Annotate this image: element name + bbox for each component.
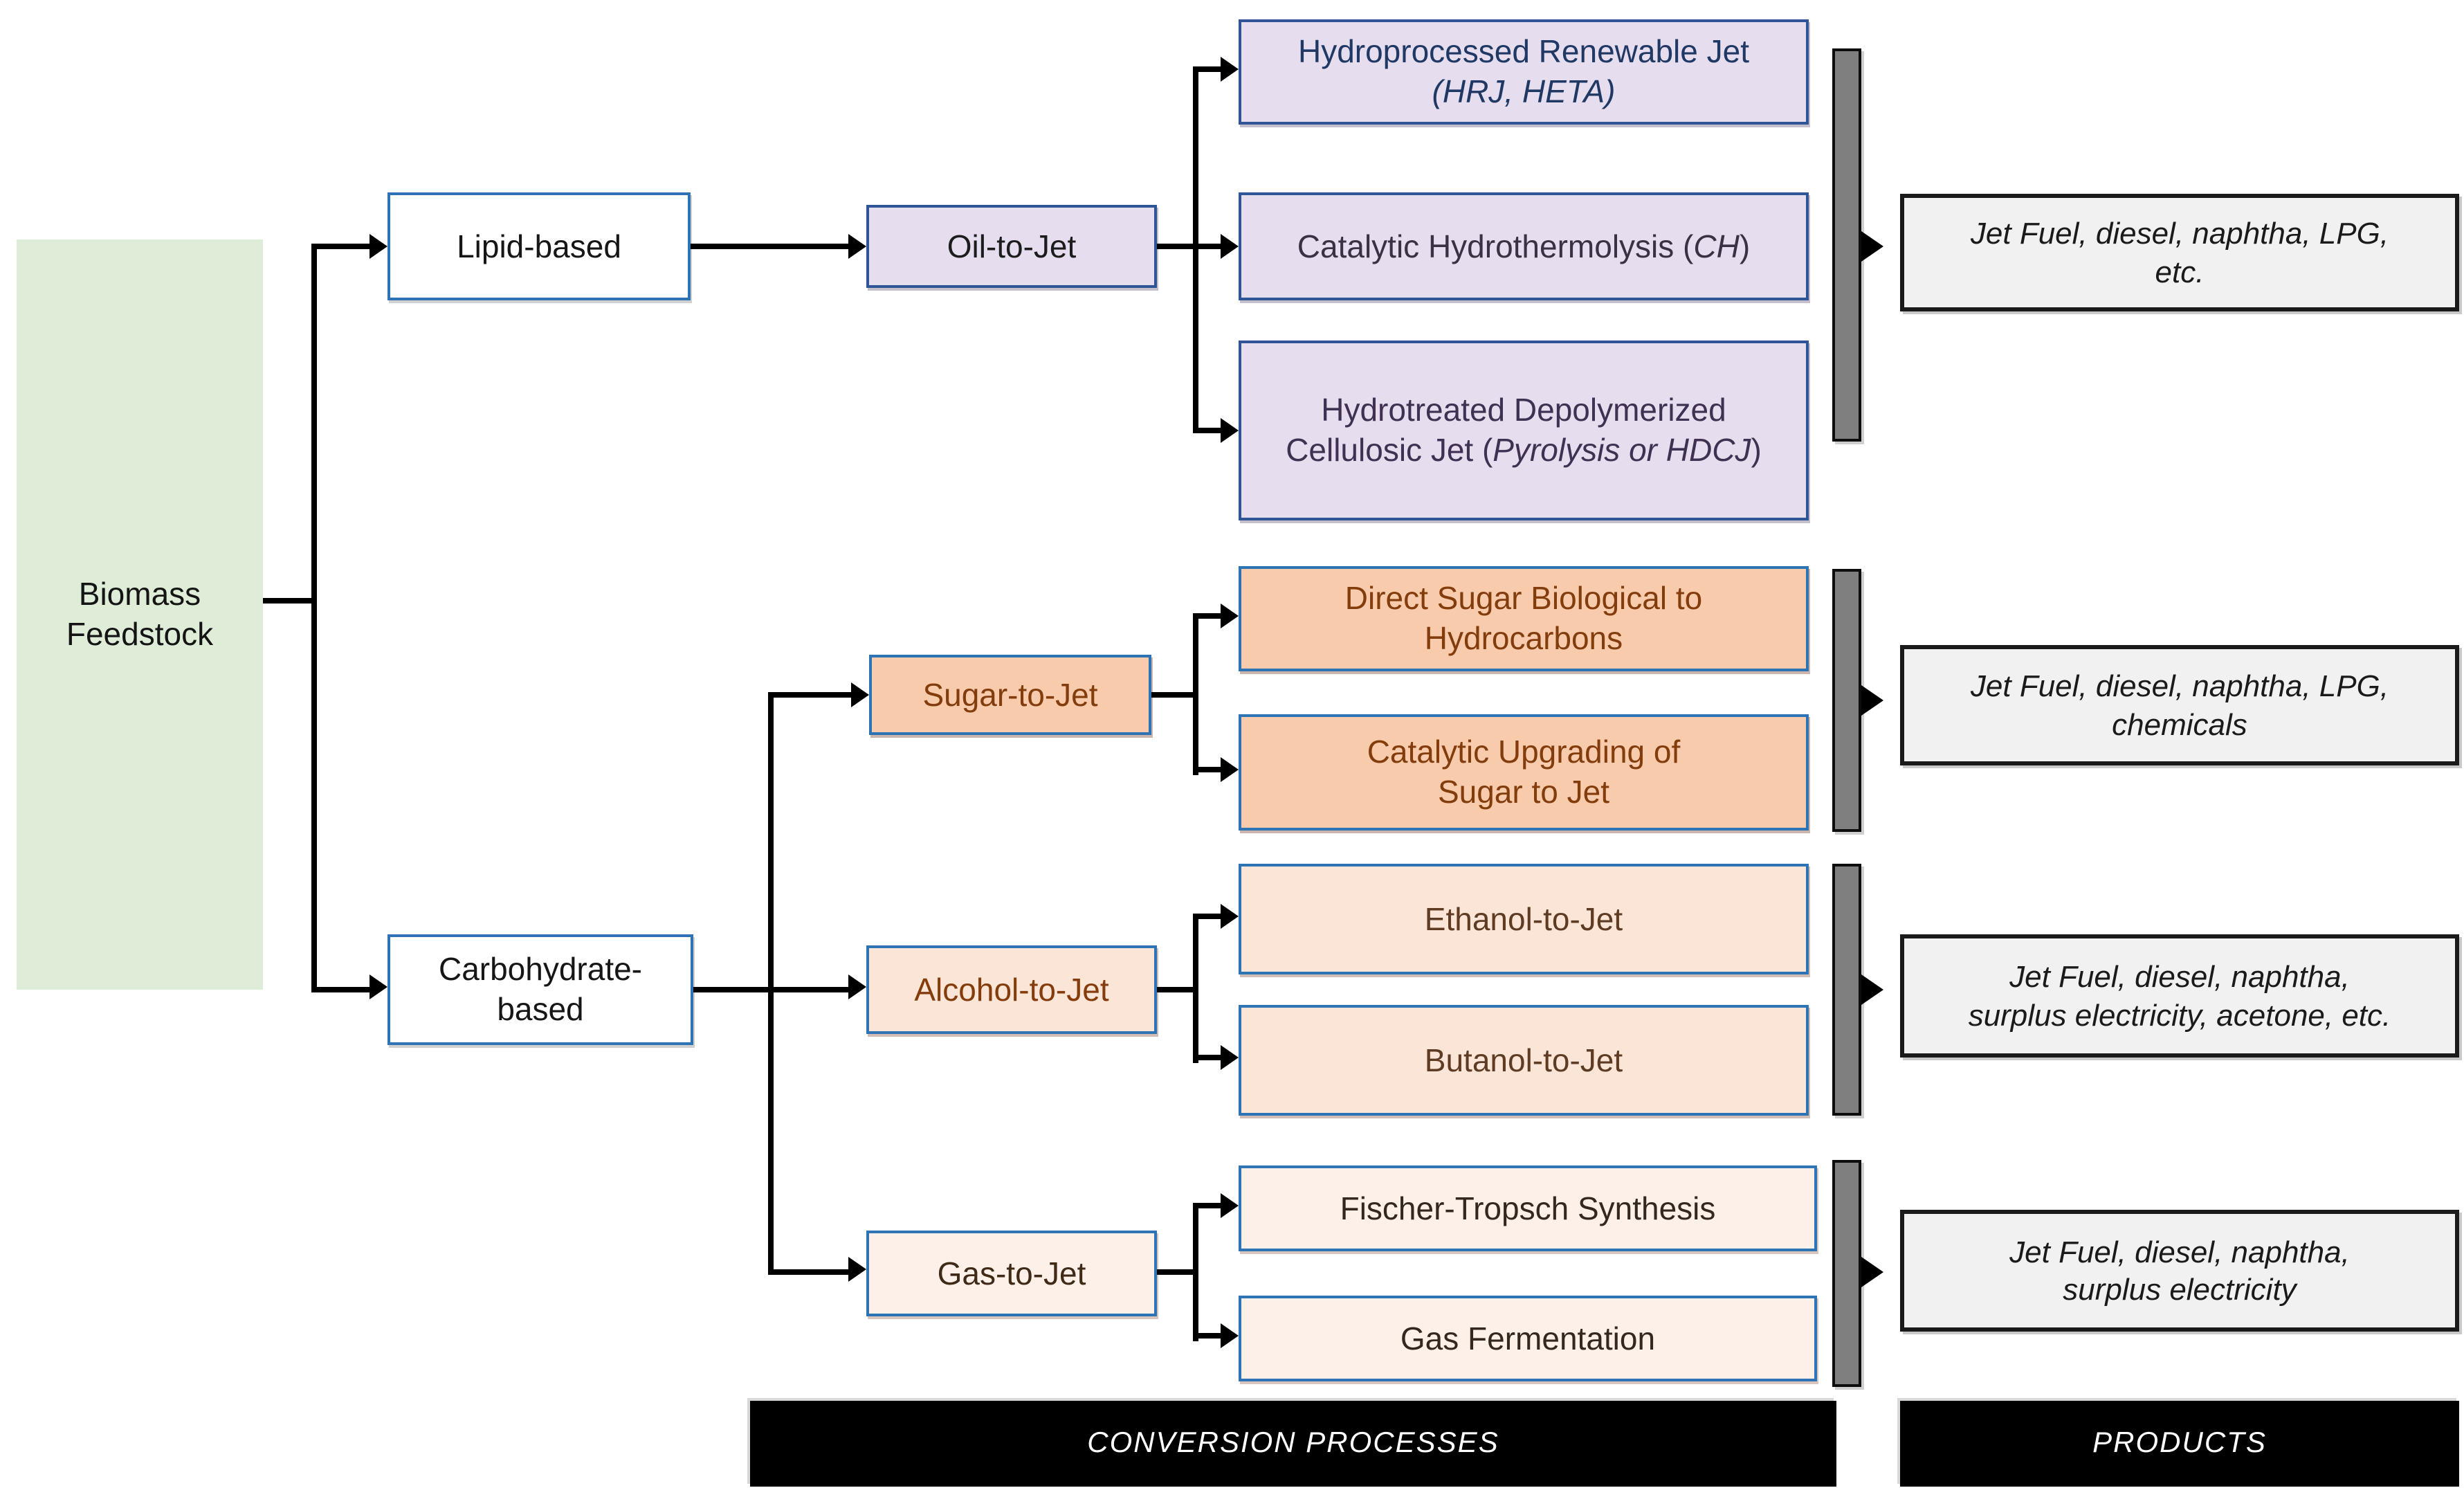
collector-arrow-2-icon xyxy=(1861,685,1883,716)
sugar-to-jet-box: Sugar-to-Jet xyxy=(869,655,1151,735)
fischer-tropsch-box: Fischer-Tropsch Synthesis xyxy=(1239,1165,1817,1251)
connector-to-ethanol xyxy=(1193,914,1222,919)
carbohydrate-based-label: Carbohydrate- based xyxy=(438,951,643,1028)
dsb-process-box: Direct Sugar Biological to Hydrocarbons xyxy=(1239,566,1809,671)
arrow-lipid-oil-icon xyxy=(848,234,866,259)
cusj-process-label: Catalytic Upgrading of Sugar to Jet xyxy=(1367,734,1681,810)
connector-to-carbohydrate xyxy=(311,987,371,992)
connector-to-sugar xyxy=(768,692,852,698)
cusj-process-box: Catalytic Upgrading of Sugar to Jet xyxy=(1239,714,1809,831)
connector-to-hdcj xyxy=(1193,428,1222,433)
products-gas-label: Jet Fuel, diesel, naphtha, surplus elect… xyxy=(2009,1234,2350,1307)
connector-alcohol-out xyxy=(1157,987,1198,992)
collector-bar-gas xyxy=(1832,1160,1861,1387)
connector-lipid-oil xyxy=(691,244,850,249)
hrj-process-label: Hydroprocessed Renewable Jet (HRJ, HETA) xyxy=(1297,33,1749,110)
products-alcohol-box: Jet Fuel, diesel, naphtha, surplus elect… xyxy=(1900,934,2459,1058)
conversion-processes-header: CONVERSION PROCESSES xyxy=(750,1401,1836,1487)
arrow-to-butanol-icon xyxy=(1221,1045,1239,1070)
connector-to-hrj xyxy=(1193,66,1222,72)
products-header: PRODUCTS xyxy=(1900,1401,2459,1487)
connector-oil-out xyxy=(1157,244,1222,249)
connector-to-cusj xyxy=(1193,767,1222,772)
carbohydrate-based-box: Carbohydrate- based xyxy=(387,934,693,1045)
butanol-to-jet-label: Butanol-to-Jet xyxy=(1424,1042,1623,1078)
fischer-tropsch-label: Fischer-Tropsch Synthesis xyxy=(1340,1190,1716,1226)
collector-arrow-1-icon xyxy=(1861,231,1883,262)
lipid-based-box: Lipid-based xyxy=(387,192,691,300)
arrow-to-hdcj-icon xyxy=(1221,418,1239,443)
collector-bar-sugar xyxy=(1832,569,1861,832)
collector-bar-lipid xyxy=(1832,48,1861,442)
connector-to-lipid xyxy=(311,244,371,249)
arrow-carb-alcohol-icon xyxy=(848,974,866,999)
products-lipid-label: Jet Fuel, diesel, naphtha, LPG, etc. xyxy=(1970,216,2389,289)
connector-sugar-out xyxy=(1151,692,1198,698)
gas-to-jet-label: Gas-to-Jet xyxy=(937,1255,1086,1291)
hdcj-process-label: Hydrotreated Depolymerized Cellulosic Je… xyxy=(1286,392,1762,469)
products-sugar-label: Jet Fuel, diesel, naphtha, LPG, chemical… xyxy=(1970,669,2389,741)
connector-sugar-branch xyxy=(1193,616,1198,775)
connector-gas-branch xyxy=(1193,1206,1198,1341)
arrow-to-dsb-icon xyxy=(1221,604,1239,628)
ethanol-to-jet-label: Ethanol-to-Jet xyxy=(1424,900,1623,937)
products-alcohol-label: Jet Fuel, diesel, naphtha, surplus elect… xyxy=(1968,959,2391,1032)
connector-to-butanol xyxy=(1193,1055,1222,1060)
ch-process-label: Catalytic Hydrothermolysis (CH) xyxy=(1297,228,1751,264)
connector-gas-out xyxy=(1157,1269,1198,1275)
biomass-feedstock-box: Biomass Feedstock xyxy=(17,239,263,990)
connector-to-dsb xyxy=(1193,613,1222,619)
alcohol-to-jet-box: Alcohol-to-Jet xyxy=(866,945,1157,1034)
arrow-to-gas-icon xyxy=(848,1257,866,1282)
collector-arrow-3-icon xyxy=(1861,974,1883,1005)
gas-fermentation-label: Gas Fermentation xyxy=(1400,1320,1656,1357)
oil-to-jet-box: Oil-to-Jet xyxy=(866,205,1157,288)
connector-oil-branch xyxy=(1193,69,1198,433)
butanol-to-jet-box: Butanol-to-Jet xyxy=(1239,1005,1809,1116)
connector-feedstock-branch xyxy=(311,244,317,992)
connector-to-gas xyxy=(768,1269,850,1275)
arrow-to-lipid-icon xyxy=(369,234,387,259)
arrow-to-cusj-icon xyxy=(1221,757,1239,782)
gas-fermentation-box: Gas Fermentation xyxy=(1239,1296,1817,1381)
products-lipid-box: Jet Fuel, diesel, naphtha, LPG, etc. xyxy=(1900,194,2459,311)
products-sugar-box: Jet Fuel, diesel, naphtha, LPG, chemical… xyxy=(1900,645,2459,765)
ch-process-box: Catalytic Hydrothermolysis (CH) xyxy=(1239,192,1809,300)
connector-alcohol-branch xyxy=(1193,916,1198,1063)
connector-feedstock-stub xyxy=(263,598,317,604)
sugar-to-jet-label: Sugar-to-Jet xyxy=(922,676,1098,713)
arrow-to-carbohydrate-icon xyxy=(369,974,387,999)
products-gas-box: Jet Fuel, diesel, naphtha, surplus elect… xyxy=(1900,1210,2459,1332)
dsb-process-label: Direct Sugar Biological to Hydrocarbons xyxy=(1344,580,1703,657)
oil-to-jet-label: Oil-to-Jet xyxy=(947,228,1077,264)
hdcj-process-box: Hydrotreated Depolymerized Cellulosic Je… xyxy=(1239,341,1809,520)
arrow-to-hrj-icon xyxy=(1221,57,1239,82)
gas-to-jet-box: Gas-to-Jet xyxy=(866,1231,1157,1316)
arrow-to-ch-icon xyxy=(1221,234,1239,259)
arrow-to-ft-icon xyxy=(1221,1193,1239,1218)
connector-to-ft xyxy=(1193,1203,1222,1208)
collector-bar-alcohol xyxy=(1832,864,1861,1116)
hrj-process-box: Hydroprocessed Renewable Jet (HRJ, HETA) xyxy=(1239,19,1809,125)
arrow-to-ethanol-icon xyxy=(1221,904,1239,929)
biomass-feedstock-label: Biomass Feedstock xyxy=(66,576,214,653)
arrow-to-sugar-icon xyxy=(851,682,869,707)
ethanol-to-jet-box: Ethanol-to-Jet xyxy=(1239,864,1809,974)
connector-to-gf xyxy=(1193,1333,1222,1339)
arrow-to-gf-icon xyxy=(1221,1323,1239,1348)
collector-arrow-4-icon xyxy=(1861,1257,1883,1287)
connector-carb-branch xyxy=(768,692,774,1272)
alcohol-to-jet-label: Alcohol-to-Jet xyxy=(914,971,1109,1008)
lipid-based-label: Lipid-based xyxy=(457,228,621,264)
